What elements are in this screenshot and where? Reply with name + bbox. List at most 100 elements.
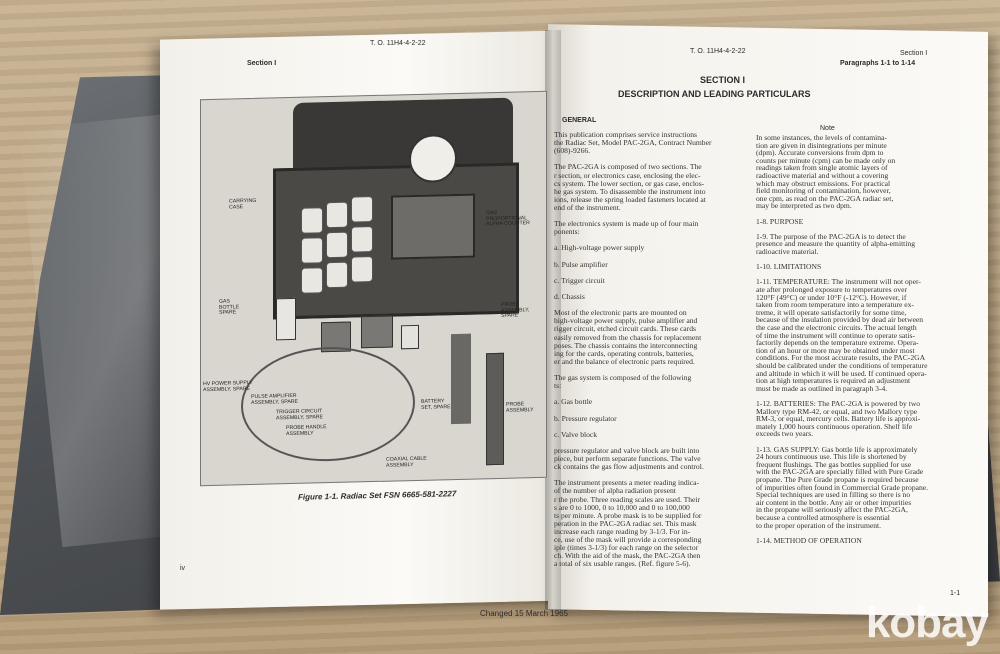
label-probe-handle: PROBE HANDLE ASSEMBLY	[286, 424, 327, 437]
text-line: c. Valve block	[554, 429, 598, 439]
text-line: a. High-voltage power supply	[554, 243, 645, 253]
bottle	[351, 226, 373, 253]
label-gas-counter: GAS PROPORTIONAL ALPHA COUNTER	[486, 209, 530, 228]
probe-spare	[451, 333, 471, 425]
bottle	[301, 237, 323, 264]
text-line: with the PAC-2GA are specially filled wi…	[756, 467, 924, 477]
text-line: 24 hours continuous use. This life is sh…	[756, 452, 907, 462]
text-line: ponents:	[554, 227, 580, 237]
text-line: poses. The chassis contains the intercon…	[554, 340, 698, 350]
text-line: ch. With the aid of the mask, the PAC-2G…	[554, 551, 701, 561]
label-coax: COAXIAL CABLE ASSEMBLY	[386, 455, 427, 469]
text-line: d. Chassis	[554, 292, 585, 301]
battery-spare	[401, 324, 419, 350]
text-line: 1-14. METHOD OF OPERATION	[756, 535, 862, 545]
text-line: piece, but perform separate functions. T…	[554, 454, 701, 463]
text-line: The instrument presents a meter reading …	[554, 478, 700, 488]
gas-bottle-spare	[276, 297, 296, 341]
text-line: iple (times 3-1/3) for each range on the…	[554, 543, 699, 553]
text-line: the Radiac Set, Model PAC-2GA, Contract …	[554, 138, 712, 148]
bottle	[351, 256, 373, 283]
label-battery: BATTERY SET, SPARE	[421, 398, 451, 411]
text-line: (dpm). Accurate conversions from dpm to	[756, 148, 884, 158]
text-line: Mallory type RM-42, or equal, and two Ma…	[756, 406, 918, 416]
text-line: Special techniques are used in filling s…	[756, 490, 911, 500]
text-line: ce, use of the mask will provide a corre…	[554, 535, 702, 544]
text-line: a total of six usable ranges. (Ref. figu…	[554, 559, 691, 569]
text-line: to the proper operation of the instrumen…	[756, 520, 882, 530]
text-line: 1-8. PURPOSE	[756, 216, 804, 226]
text-line: treme, it will operate satisfactorily fo…	[756, 307, 907, 317]
text-line: easily removed from the chassis for repl…	[554, 332, 702, 342]
label-hv-power: HV POWER SUPPLY ASSEMBLY, SPARE	[203, 379, 253, 393]
bottle	[351, 196, 373, 223]
text-line: rigger circuit, etched circuit cards. Th…	[554, 324, 696, 334]
text-line: may be interpreted as two dpm.	[756, 201, 852, 211]
text-line: must be made as outlined in paragraph 3-…	[756, 383, 888, 393]
text-line: peration in the PAC-2GA radiac set. This…	[554, 518, 697, 528]
text-line: one cpm, as read on the PAC-2GA radiac s…	[756, 193, 894, 203]
text-line: tion of an hour or more may be obtained …	[756, 345, 915, 355]
watermark-logo: kobay	[865, 598, 989, 647]
text-line: 1-13. GAS SUPPLY: Gas bottle life is app…	[756, 444, 918, 454]
text-line: because a controlled atmosphere is essen…	[756, 513, 890, 522]
text-line: ions, release the spring loaded fastener…	[554, 194, 706, 204]
text-line: The gas system is composed of the follow…	[554, 373, 692, 382]
text-line: (608)-9266.	[554, 146, 591, 156]
text-line: 1-10. LIMITATIONS	[756, 262, 822, 272]
left-page-number: iv	[180, 565, 186, 572]
left-header-doc: T. O. 11H4-4-2-22	[370, 40, 426, 47]
text-line: in the propane will seriously affect the…	[756, 505, 908, 515]
section-subtitle: DESCRIPTION AND LEADING PARTICULARS	[618, 89, 811, 99]
text-line: radioactive material.	[756, 247, 819, 256]
text-line: tion at high temperatures is required an…	[756, 376, 911, 386]
text-line: should be calibrated under the condition…	[756, 361, 928, 370]
figure-photo: CARRYING CASE GAS PROPORTIONAL ALPHA COU…	[200, 90, 547, 487]
right-page-number: 1-1	[950, 590, 961, 597]
text-line: conditions. For the most accurate result…	[756, 353, 926, 363]
trigger-module	[361, 315, 393, 349]
text-line: 1-11. TEMPERATURE: The instrument will n…	[756, 277, 921, 287]
text-line: frequent flushings. The gas bottles supp…	[756, 459, 912, 469]
footer-changed: Changed 15 March 1965	[480, 609, 569, 618]
label-carrying-case: CARRYING CASE	[229, 197, 257, 211]
text-line: 1-9. The purpose of the PAC-2GA is to de…	[756, 231, 906, 241]
text-line: pressure regulator and valve block are b…	[554, 445, 700, 455]
text-line: field monitoring of contamination, howev…	[756, 186, 891, 196]
left-header-section: Section I	[247, 60, 277, 67]
text-line: ate after prolonged exposure to temperat…	[756, 285, 907, 294]
text-line: of impurities often found in Commercial …	[756, 482, 929, 492]
text-line: 1-12. BATTERIES: The PAC-2GA is powered …	[756, 399, 921, 408]
label-probe-spare: PROBE ASSEMBLY, SPARE	[501, 301, 530, 320]
right-header-section: Section I	[900, 50, 928, 57]
text-line: ts:	[554, 381, 562, 391]
text-line: which may obstruct emissions. For practi…	[756, 178, 891, 188]
label-trigger: TRIGGER CIRCUIT ASSEMBLY, SPARE	[276, 408, 323, 422]
counter-unit	[391, 193, 475, 260]
text-line: er and the balance of electronic parts r…	[554, 356, 695, 366]
note-heading: Note	[820, 125, 835, 132]
text-line: In some instances, the levels of contami…	[756, 133, 887, 142]
text-line: tion are given in disintegrations per mi…	[756, 140, 887, 150]
text-line: of time the instrument will continue to …	[756, 330, 916, 340]
text-line: This publication comprises service instr…	[554, 130, 697, 139]
text-line: because of the insulation provided by de…	[756, 315, 924, 325]
text-line: radioactive material and without a cover…	[756, 171, 889, 180]
bottle	[326, 231, 348, 259]
bottle	[301, 267, 323, 294]
right-header-paragraphs: Paragraphs 1-1 to 1-14	[840, 60, 916, 67]
text-line: ing for the cards, operating controls, b…	[554, 348, 694, 358]
text-line: exceeds two years.	[756, 429, 814, 439]
text-line: The PAC-2GA is composed of two sections.…	[554, 162, 702, 172]
text-line: end of the instrument.	[554, 202, 621, 212]
text-line: b. Pressure regulator	[554, 413, 617, 423]
bottle	[326, 261, 348, 289]
text-line: cs system. The lower section, or gas cas…	[554, 178, 705, 188]
text-line: s are 0 to 1000, 0 to 10,000 and 0 to 10…	[554, 502, 690, 512]
text-line: counts per minute (cpm) can be made only…	[756, 155, 896, 165]
book-gutter	[545, 30, 561, 610]
text-line: and altitude in which it will be used. I…	[756, 368, 927, 378]
text-line: ck contains the gas flow adjustments and…	[554, 462, 704, 472]
section-title: SECTION I	[700, 75, 746, 85]
text-line: air content in the bottle. Any air or ot…	[756, 497, 912, 507]
